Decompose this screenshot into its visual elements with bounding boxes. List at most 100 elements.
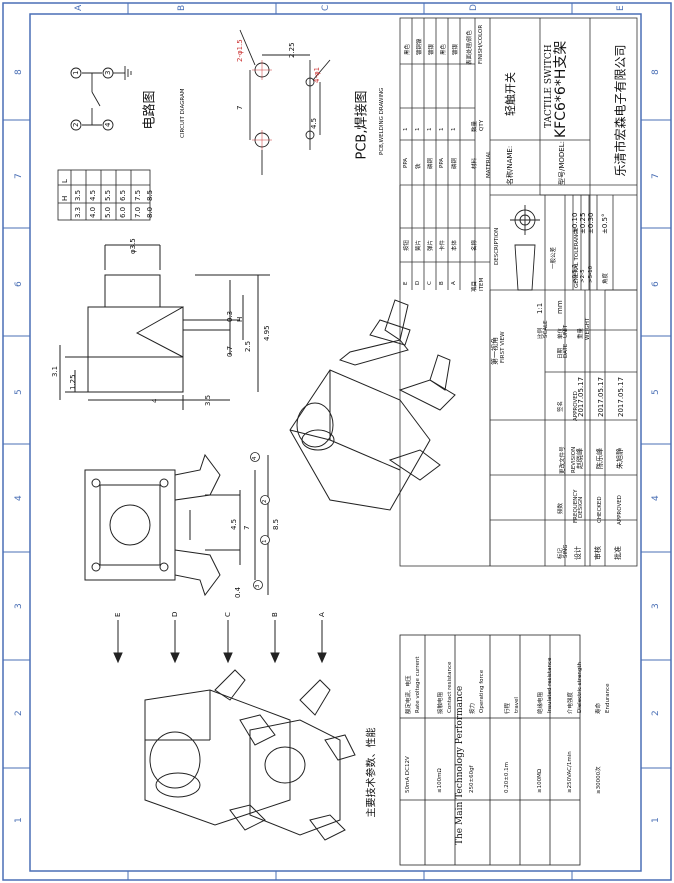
perf-row-6-val: ≥30000次 [596, 766, 602, 794]
border-number-8: 8 [14, 69, 24, 75]
perf-row-2-en: Operating force [479, 669, 485, 713]
border-number-1: 1 [14, 817, 24, 823]
title-block-lines [399, 17, 638, 567]
side-view [59, 244, 270, 410]
h-table-l-4: 7.0 [134, 206, 142, 218]
tb-sign-date-1: 2017.05.17 [597, 376, 605, 417]
tb-tol-range-2: >5-10 [588, 265, 594, 283]
tb-scale: 1:1 [536, 302, 544, 314]
tb-sign-role-2: 批准 [614, 546, 622, 560]
h-table-l-0: 3.3 [74, 206, 82, 218]
tb-sign-name-1: 陈乐峰 [596, 448, 604, 469]
circuit-pin-4: 4 [104, 122, 112, 127]
front-view [84, 453, 269, 597]
mat-row-0-mat: PPA [403, 157, 409, 168]
mat-row-4-finish: 镀银 [453, 43, 459, 55]
tb-sign-name-0: 赵晓峰 [576, 448, 584, 469]
circuit-title-cn: 电路图 [142, 90, 158, 130]
border-number-3: 3 [14, 603, 24, 609]
tb-scale-en: SCALE [543, 320, 549, 338]
mat-row-4-item: A [451, 281, 457, 285]
perf-row-2-val: 250±60gf [469, 765, 475, 793]
tb-unit-en: UNIT [563, 324, 569, 338]
perf-row-5-cn: 介电强度 [568, 691, 574, 714]
side-dim-03: 0.3 [226, 310, 234, 322]
tb-tol-val-1: ±0.25 [579, 212, 587, 234]
mat-row-4-qty: 1 [451, 127, 457, 132]
border-number-2: 2 [14, 710, 24, 716]
front-dim-04: 0.4 [234, 586, 242, 598]
mat-row-0-item: E [403, 281, 409, 285]
mat-row-0-name: 按钮 [404, 239, 410, 251]
perf-title-en: The Main Technology Performance [455, 685, 465, 845]
mat-header-mat-en: MATERIAL [486, 150, 492, 178]
mat-row-0-finish: 黑色 [405, 43, 411, 55]
perf-row-4-en: Insulated resistance [547, 657, 553, 713]
tb-rev-mark-en: SING [563, 544, 569, 559]
mat-row-3-finish: 黑色 [441, 43, 447, 55]
tb-tol-val-2: ±0.30 [587, 212, 595, 234]
mat-row-3-mat: PPA [439, 157, 445, 168]
h-table-l-1: 4.0 [89, 206, 97, 218]
border-number-6: 6 [14, 281, 24, 287]
front-dim-45: 4.5 [230, 518, 238, 530]
tb-first-view-en: FIRST VIEW [500, 331, 506, 363]
mat-row-2-qty: 1 [427, 127, 433, 132]
circuit-title-en: CIRCUIT DIAGRAM [180, 88, 186, 139]
explode-letter-a: A [318, 612, 326, 617]
pcb-dim-hole-large: 2-φ1.5 [236, 39, 244, 62]
perf-row-5-val: ≥250VAC/1min [567, 751, 573, 793]
exploded-3d-view [144, 669, 356, 841]
pcb-dim-hole-small: 4-φ1 [313, 66, 321, 83]
h-table-header-h: H [61, 195, 69, 201]
front-callout-3: 3 [255, 584, 261, 589]
pcb-dim-225: 2.25 [288, 42, 296, 58]
mat-row-0-qty: 1 [403, 127, 409, 132]
perf-row-0-val: 50mA DC12V [405, 756, 411, 793]
side-dim-35: 3.5 [204, 394, 212, 406]
mat-header-name: 名称 [472, 239, 478, 251]
h-table-h-0: 3.5 [74, 189, 82, 201]
tb-tol-val-0: ±0.10 [571, 212, 579, 234]
border-letter-b: B [177, 4, 187, 11]
tb-sign-role-1: 审核 [594, 546, 602, 560]
h-table-l-3: 6.0 [119, 206, 127, 218]
mat-row-4-mat: 磷铜 [452, 157, 458, 169]
explode-arrows [113, 620, 327, 664]
mat-row-1-qty: 1 [415, 127, 421, 132]
tb-sign-date-0: 2017.05.17 [577, 376, 585, 417]
h-table-l-2: 5.0 [104, 206, 112, 218]
tb-tol-range-3: 角度 [603, 272, 609, 284]
border-number-5: 5 [14, 389, 24, 395]
perf-row-2-cn: 按力 [470, 702, 476, 714]
border-right-number-5: 5 [651, 389, 661, 395]
tb-rev-sign: 签名 [558, 400, 564, 412]
perf-row-1-val: ≤100mΩ [437, 768, 443, 793]
mat-row-1-mat: 铁 [416, 163, 422, 169]
tb-name-cn: 轻触开关 [504, 72, 517, 116]
mat-header-item-en: ITEM [479, 277, 485, 291]
side-dim-phi35: φ3.5 [129, 238, 137, 254]
circuit-pin-1: 1 [72, 70, 80, 75]
mat-header-finish-en: FINISH/COLOR [478, 24, 484, 64]
mat-header-qty: 数量 [472, 120, 478, 132]
perf-row-0-en: Rate voltage current [415, 656, 421, 714]
tb-rev-doc: 更改文件号 [560, 446, 566, 474]
perf-row-4-val: ≥100MΩ [537, 768, 543, 793]
mat-row-2-item: C [427, 281, 433, 285]
h-table-l-5: 8.0 [146, 206, 154, 218]
pcb-title-cn: PCB,焊接图 [354, 90, 370, 160]
mat-row-2-mat: 磷铜 [428, 157, 434, 169]
tb-sign-role-en-0: DESIGN [578, 496, 584, 518]
h-table-h-1: 4.5 [89, 189, 97, 201]
border-right-number-3: 3 [651, 603, 661, 609]
circuit-pin-3: 3 [104, 70, 112, 75]
mat-header-name-en: DESCRIPTION [494, 227, 500, 265]
tb-tol-range-0: >0.5-2 [572, 264, 578, 283]
front-dim-85: 8.5 [272, 518, 280, 530]
side-dim-4: 4 [151, 398, 159, 403]
mat-header-qty-en: QTY [479, 119, 485, 131]
tb-sign-date-2: 2017.05.17 [617, 376, 625, 417]
side-dim-07: 0.7 [226, 345, 234, 357]
